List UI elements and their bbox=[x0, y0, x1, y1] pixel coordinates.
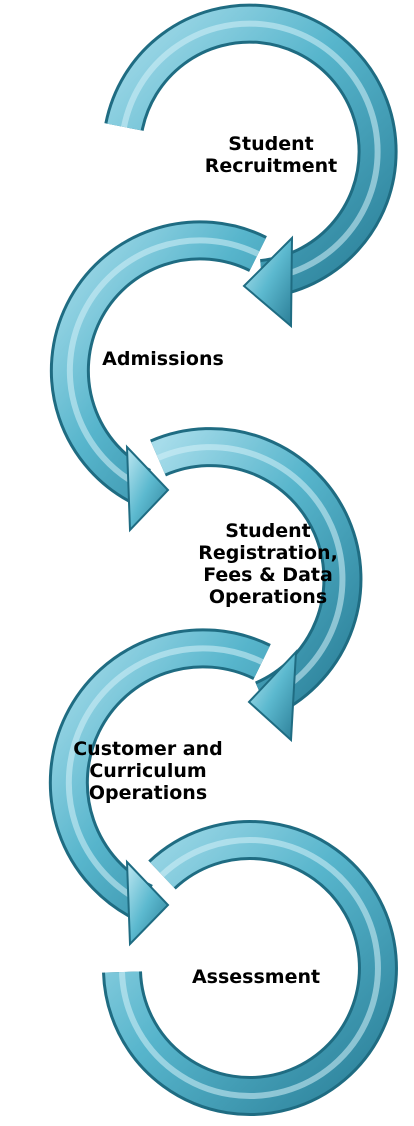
step-3-line-3: Fees & Data bbox=[203, 564, 333, 586]
step-1-line-2: Recruitment bbox=[204, 155, 338, 177]
flow-arrow-1 bbox=[104, 3, 398, 329]
step-1-line-1: Student bbox=[228, 133, 314, 155]
step-label-admissions: Admissions bbox=[78, 348, 248, 370]
step-label-customer-curriculum: Customer and Curriculum Operations bbox=[68, 738, 228, 804]
step-label-assessment: Assessment bbox=[176, 966, 336, 988]
step-4-line-1: Customer and bbox=[73, 738, 223, 760]
step-3-line-2: Registration, bbox=[198, 542, 338, 564]
step-label-student-registration: Student Registration, Fees & Data Operat… bbox=[178, 520, 358, 608]
flow-arrow-3 bbox=[150, 427, 363, 743]
step-4-line-3: Operations bbox=[88, 782, 208, 804]
flow-arrow-4 bbox=[48, 628, 271, 947]
step-4-line-2: Curriculum bbox=[89, 760, 207, 782]
step-5-line-1: Assessment bbox=[191, 966, 321, 988]
step-2-line-1: Admissions bbox=[102, 348, 224, 370]
flow-arrow-2 bbox=[49, 220, 267, 533]
step-3-line-4: Operations bbox=[208, 586, 328, 608]
step-label-student-recruitment: Student Recruitment bbox=[186, 133, 356, 177]
step-3-line-1: Student bbox=[225, 520, 311, 542]
flow-arrow-5 bbox=[102, 820, 398, 1116]
